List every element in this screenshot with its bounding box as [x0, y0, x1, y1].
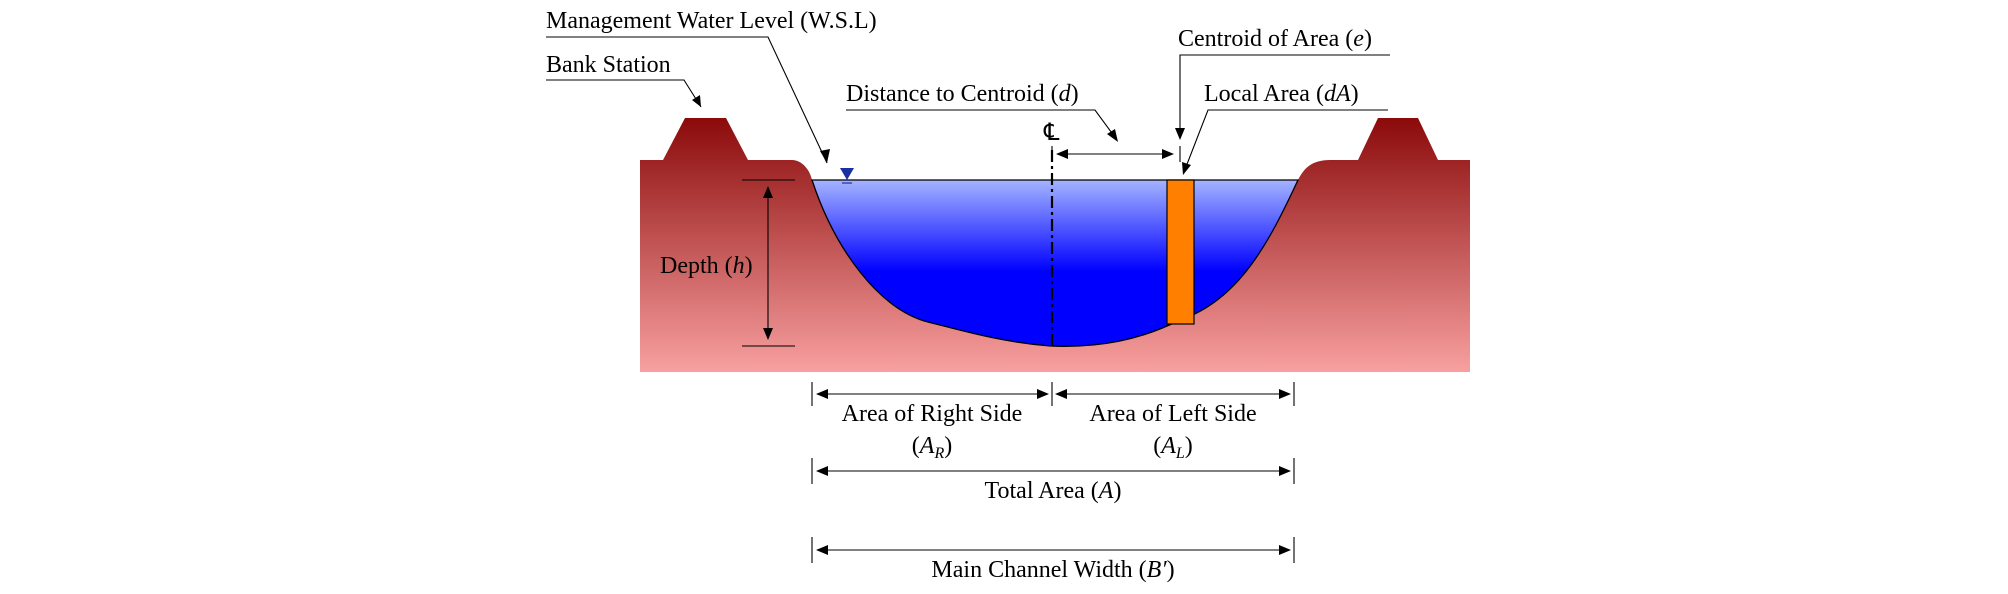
total-area-label: Total Area (A): [985, 478, 1122, 504]
area-right-symbol: (AR): [912, 433, 952, 462]
distance-to-centroid-symbol: d: [1059, 81, 1072, 107]
bank-station-arrowhead: [692, 95, 701, 107]
local-area-symbol: dA: [1324, 81, 1351, 107]
distance-arrow-left: [1056, 149, 1068, 159]
centroid-of-area-suffix: ): [1364, 26, 1372, 52]
centroid-of-area-leader: [1179, 54, 1390, 138]
area-right-arrow-left: [816, 389, 828, 399]
area-left-symbol: (AL): [1153, 433, 1193, 462]
area-left-close: ): [1185, 433, 1193, 459]
area-left-var: A: [1159, 433, 1176, 459]
area-right-arrow-right: [1037, 389, 1049, 399]
bank-station-leader: [546, 79, 702, 108]
management-water-level-label: Management Water Level (W.S.L): [546, 8, 877, 34]
area-left-open: (: [1153, 433, 1161, 459]
distance-to-centroid-label: Distance to Centroid (d): [846, 81, 1079, 107]
main-channel-width-label: Main Channel Width (B′): [931, 557, 1174, 583]
depth-arrow-down: [763, 328, 773, 340]
area-left-arrow-left: [1055, 389, 1067, 399]
total-area-arrow-right: [1279, 466, 1291, 476]
area-right-label: Area of Right Side: [842, 401, 1023, 427]
distance-arrow-right: [1162, 149, 1174, 159]
distance-to-centroid-arrowhead: [1107, 129, 1118, 142]
local-area-prefix: Local Area (: [1204, 81, 1324, 107]
area-right-open: (: [912, 433, 920, 459]
local-area-label: Local Area (dA): [1204, 81, 1359, 107]
depth-label: Depth (h): [660, 253, 753, 279]
management-water-level-leader: [546, 36, 828, 164]
main-channel-width-prefix: Main Channel Width (: [931, 557, 1146, 583]
water-level-marker-icon: [840, 168, 854, 180]
depth-prefix: Depth (: [660, 253, 733, 279]
local-area-suffix: ): [1351, 81, 1359, 107]
area-right-var: A: [918, 433, 935, 459]
depth-arrow-up: [763, 186, 773, 198]
distance-to-centroid-suffix: ): [1071, 81, 1079, 107]
distance-to-centroid-prefix: Distance to Centroid (: [846, 81, 1059, 107]
area-right-subscript: R: [933, 445, 944, 462]
main-channel-width-suffix: ): [1167, 557, 1175, 583]
main-channel-width-symbol: B′: [1147, 557, 1168, 583]
channel-width-arrow-right: [1279, 545, 1291, 555]
total-area-arrow-left: [816, 466, 828, 476]
total-area-prefix: Total Area (: [985, 478, 1099, 504]
bank-station-label: Bank Station: [546, 52, 671, 78]
area-left-subscript: L: [1175, 445, 1185, 462]
distance-to-centroid-leader: [846, 109, 1118, 141]
channel-width-arrow-left: [816, 545, 828, 555]
area-right-close: ): [944, 433, 952, 459]
area-left-label: Area of Left Side: [1089, 401, 1256, 427]
depth-suffix: ): [745, 253, 753, 279]
total-area-symbol: A: [1097, 478, 1114, 504]
centroid-of-area-label: Centroid of Area (e): [1178, 26, 1372, 52]
centerline-symbol: ℄: [1043, 120, 1060, 146]
total-area-suffix: ): [1113, 478, 1121, 504]
management-water-level-arrowhead: [820, 149, 830, 163]
centroid-of-area-prefix: Centroid of Area (: [1178, 26, 1353, 52]
area-left-arrow-right: [1279, 389, 1291, 399]
centroid-of-area-symbol: e: [1353, 26, 1364, 52]
local-area-strip: [1166, 179, 1195, 325]
local-area-arrowhead: [1182, 162, 1191, 175]
depth-symbol: h: [733, 253, 745, 279]
local-area-leader: [1183, 109, 1388, 173]
centroid-of-area-arrowhead: [1175, 128, 1185, 140]
